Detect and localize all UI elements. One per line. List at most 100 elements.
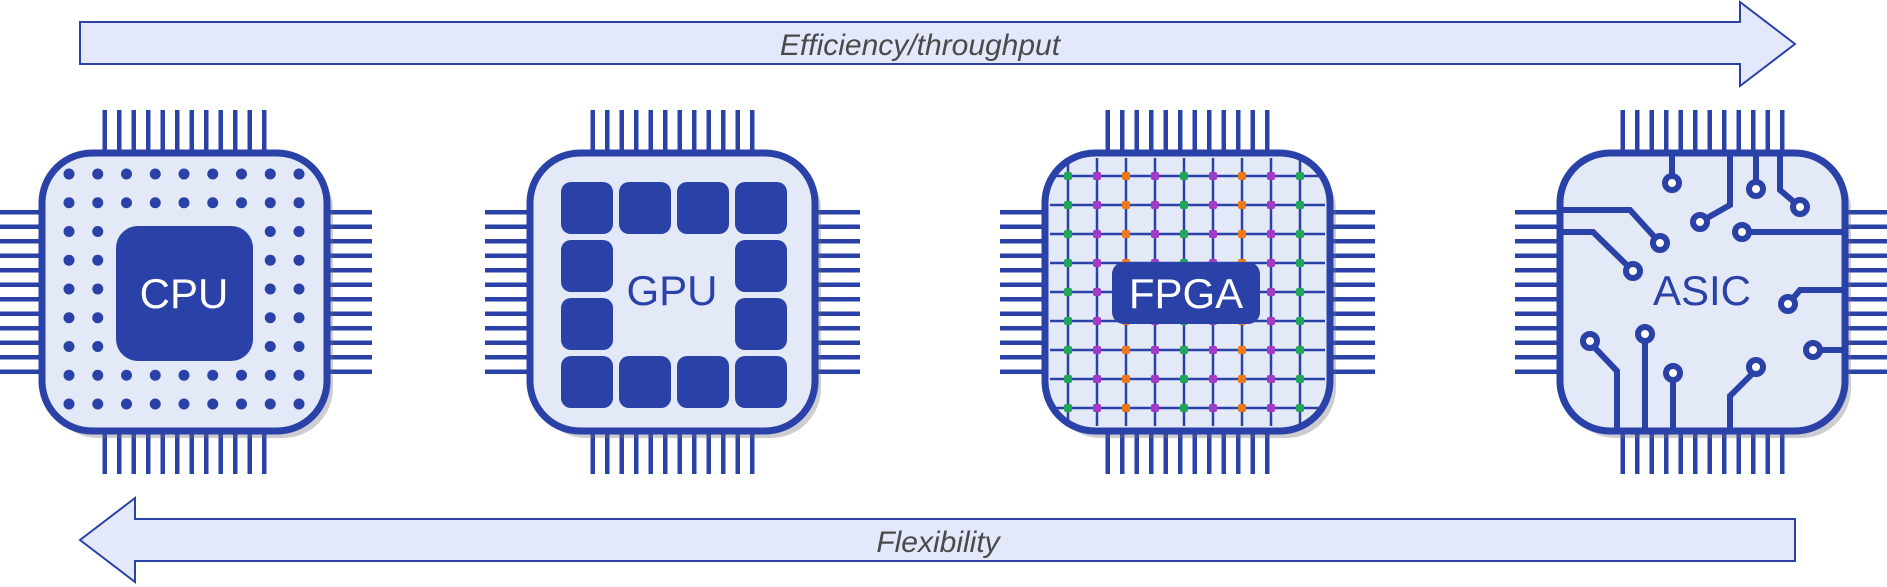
cpu-dot bbox=[63, 283, 75, 295]
asic-trace-pad bbox=[1746, 357, 1766, 377]
fpga-label: FPGA bbox=[1129, 270, 1243, 317]
cpu-dot bbox=[178, 398, 190, 410]
cpu-core bbox=[116, 226, 253, 361]
fpga-logic-cell bbox=[1267, 404, 1275, 412]
efficiency-arrow-shape bbox=[79, 0, 1797, 89]
fpga-logic-cell bbox=[1151, 230, 1159, 238]
cpu-dot bbox=[63, 168, 75, 180]
gpu-core-block bbox=[561, 356, 613, 408]
gpu-chip-pins bbox=[485, 110, 860, 474]
cpu-dot bbox=[121, 369, 132, 381]
cpu-dot bbox=[149, 369, 161, 381]
asic-trace-pad bbox=[1635, 324, 1655, 344]
gpu-core-block bbox=[677, 356, 729, 408]
fpga-logic-cell bbox=[1209, 346, 1217, 354]
fpga-logic-cell bbox=[1064, 259, 1072, 267]
cpu-dot bbox=[63, 369, 75, 381]
asic-circuit-traces bbox=[1559, 152, 1846, 431]
fpga-logic-cell bbox=[1238, 230, 1246, 238]
cpu-dot bbox=[207, 369, 219, 381]
cpu-dot bbox=[207, 398, 219, 410]
fpga-logic-cell bbox=[1093, 288, 1101, 296]
fpga-logic-cell bbox=[1064, 317, 1072, 325]
cpu-dot bbox=[293, 398, 305, 410]
fpga-chip: FPGA bbox=[1000, 110, 1375, 474]
fpga-logic-cell bbox=[1267, 375, 1275, 383]
asic-trace-pad bbox=[1732, 222, 1752, 242]
asic-trace bbox=[1559, 207, 1663, 246]
asic-trace-pad bbox=[1580, 331, 1600, 351]
fpga-logic-cell bbox=[1267, 317, 1275, 325]
fpga-logic-cell bbox=[1296, 317, 1304, 325]
cpu-dot bbox=[92, 312, 104, 324]
cpu-dot bbox=[121, 398, 132, 410]
cpu-dot bbox=[264, 312, 276, 324]
cpu-dot bbox=[92, 197, 104, 209]
fpga-logic-cell bbox=[1180, 201, 1188, 209]
cpu-dot bbox=[236, 197, 247, 209]
cpu-dot bbox=[293, 254, 305, 266]
gpu-core-block bbox=[735, 298, 787, 350]
fpga-logic-cell bbox=[1064, 375, 1072, 383]
fpga-logic-cell bbox=[1238, 404, 1246, 412]
fpga-logic-cell bbox=[1296, 404, 1304, 412]
cpu-dot bbox=[63, 226, 75, 237]
asic-chip: ASIC bbox=[1515, 110, 1887, 474]
gpu-core-block bbox=[735, 356, 787, 408]
fpga-logic-cell bbox=[1180, 172, 1188, 180]
fpga-label-box bbox=[1112, 262, 1260, 324]
flexibility-arrow-label: Flexibility bbox=[876, 526, 1001, 559]
flexibility-arrow: Flexibility bbox=[78, 495, 1796, 585]
cpu-dot bbox=[293, 312, 305, 324]
fpga-logic-cell bbox=[1209, 404, 1217, 412]
cpu-dot bbox=[149, 197, 161, 209]
cpu-dot bbox=[293, 369, 305, 381]
asic-trace-pad bbox=[1662, 173, 1682, 193]
cpu-dot bbox=[149, 168, 161, 180]
cpu-dot bbox=[178, 168, 190, 180]
fpga-logic-cell bbox=[1151, 346, 1159, 354]
fpga-logic-cell bbox=[1064, 201, 1072, 209]
flexibility-arrow-shape bbox=[78, 495, 1796, 585]
cpu-dot bbox=[149, 398, 161, 410]
cpu-dot bbox=[207, 197, 219, 209]
asic-label: ASIC bbox=[1653, 267, 1751, 314]
asic-trace bbox=[1592, 345, 1620, 431]
fpga-logic-cell bbox=[1238, 375, 1246, 383]
cpu-dot bbox=[92, 398, 104, 410]
fpga-logic-cell bbox=[1122, 346, 1130, 354]
cpu-dot bbox=[92, 283, 104, 295]
fpga-logic-cell bbox=[1093, 230, 1101, 238]
asic-trace-pad bbox=[1803, 340, 1823, 360]
cpu-dot bbox=[63, 197, 75, 209]
fpga-logic-cell bbox=[1267, 259, 1275, 267]
cpu-chip: CPU bbox=[0, 110, 372, 474]
cpu-dot bbox=[236, 369, 247, 381]
fpga-logic-cell bbox=[1209, 230, 1217, 238]
cpu-dot bbox=[63, 254, 75, 266]
cpu-dot bbox=[63, 398, 75, 410]
fpga-logic-cell bbox=[1151, 404, 1159, 412]
cpu-dot bbox=[92, 341, 104, 352]
fpga-logic-cell bbox=[1180, 230, 1188, 238]
fpga-logic-cell bbox=[1151, 375, 1159, 383]
cpu-dot bbox=[264, 226, 276, 237]
fpga-logic-cell bbox=[1180, 404, 1188, 412]
gpu-core-blocks bbox=[561, 182, 787, 408]
cpu-dot bbox=[92, 254, 104, 266]
efficiency-arrow-label: Efficiency/throughput bbox=[780, 29, 1062, 62]
cpu-dot bbox=[264, 341, 276, 352]
fpga-logic-cell bbox=[1122, 201, 1130, 209]
cpu-dot bbox=[264, 369, 276, 381]
fpga-logic-cell bbox=[1296, 172, 1304, 180]
fpga-logic-cell bbox=[1093, 375, 1101, 383]
asic-trace-pad bbox=[1623, 261, 1643, 281]
fpga-logic-cell bbox=[1093, 201, 1101, 209]
fpga-logic-cell bbox=[1209, 172, 1217, 180]
gpu-core-block bbox=[619, 182, 671, 234]
asic-trace-pad bbox=[1690, 212, 1710, 232]
cpu-dot bbox=[236, 168, 247, 180]
gpu-core-block bbox=[561, 182, 613, 234]
gpu-core-block bbox=[677, 182, 729, 234]
fpga-logic-cell bbox=[1267, 288, 1275, 296]
